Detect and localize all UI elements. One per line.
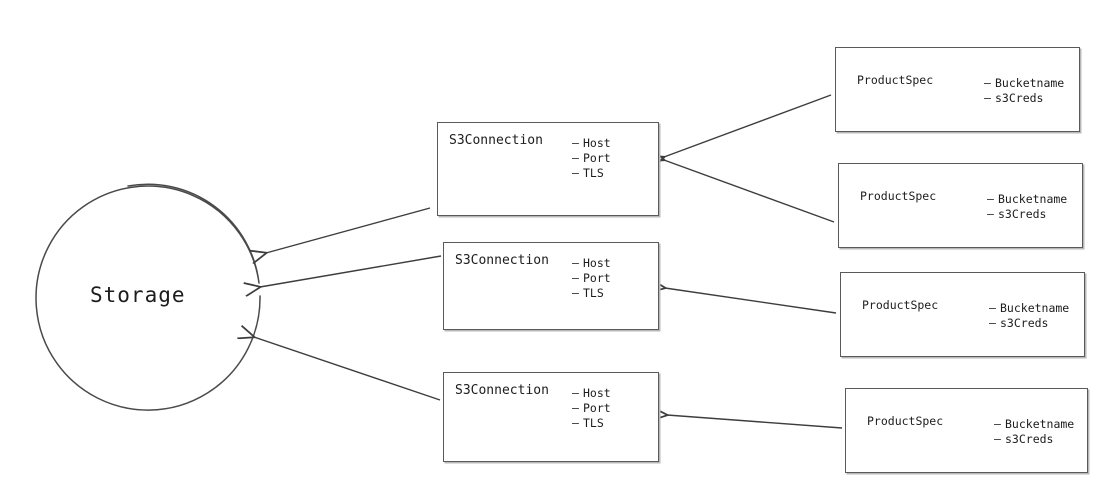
s3connection-box-1[interactable]: S3Connection –Host –Port –TLS bbox=[437, 122, 659, 216]
s3connection-box-2[interactable]: S3Connection –Host –Port –TLS bbox=[443, 242, 659, 330]
dash-bullet-icon: – bbox=[987, 207, 994, 221]
dash-bullet-icon: – bbox=[572, 416, 579, 430]
s3connection-attribute-list: –Host –Port –TLS bbox=[572, 386, 611, 431]
arrow-conn2-to-storage bbox=[260, 255, 442, 287]
dash-bullet-icon: – bbox=[572, 386, 579, 400]
attribute-host: –Host bbox=[572, 256, 611, 270]
arrow-spec3-to-conn2 bbox=[665, 288, 837, 314]
arrow-spec2-to-conn1 bbox=[664, 160, 835, 223]
productspec-title: ProductSpec bbox=[867, 414, 944, 428]
s3connection-title: S3Connection bbox=[449, 133, 543, 148]
storage-label: Storage bbox=[90, 283, 186, 307]
productspec-box-4[interactable]: ProductSpec –Bucketname –s3Creds bbox=[845, 388, 1088, 473]
s3connection-box-3[interactable]: S3Connection –Host –Port –TLS bbox=[443, 372, 659, 462]
productspec-title: ProductSpec bbox=[860, 189, 937, 203]
arrow-spec4-to-conn3 bbox=[667, 415, 843, 429]
productspec-box-1[interactable]: ProductSpec –Bucketname –s3Creds bbox=[835, 47, 1080, 132]
productspec-box-3[interactable]: ProductSpec –Bucketname –s3Creds bbox=[840, 272, 1085, 357]
attribute-port: –Port bbox=[572, 401, 611, 415]
attribute-port: –Port bbox=[572, 151, 611, 165]
attribute-port: –Port bbox=[572, 271, 611, 285]
attribute-bucketname: –Bucketname bbox=[994, 417, 1075, 431]
attribute-s3creds: –s3Creds bbox=[987, 207, 1047, 221]
dash-bullet-icon: – bbox=[572, 151, 579, 165]
arrow-spec1-to-conn1 bbox=[664, 94, 832, 157]
attribute-tls: –TLS bbox=[572, 166, 604, 180]
s3connection-title: S3Connection bbox=[455, 383, 549, 398]
attribute-tls: –TLS bbox=[572, 416, 604, 430]
productspec-attribute-list: –Bucketname –s3Creds bbox=[989, 301, 1069, 331]
productspec-attribute-list: –Bucketname –s3Creds bbox=[984, 76, 1064, 106]
dash-bullet-icon: – bbox=[572, 271, 579, 285]
dash-bullet-icon: – bbox=[987, 192, 994, 206]
attribute-bucketname: –Bucketname bbox=[987, 192, 1068, 206]
attribute-bucketname: –Bucketname bbox=[989, 301, 1070, 315]
dash-bullet-icon: – bbox=[572, 286, 579, 300]
productspec-attribute-list: –Bucketname –s3Creds bbox=[987, 192, 1067, 222]
s3connection-title: S3Connection bbox=[455, 253, 549, 268]
dash-bullet-icon: – bbox=[984, 91, 991, 105]
attribute-s3creds: –s3Creds bbox=[984, 91, 1044, 105]
productspec-box-2[interactable]: ProductSpec –Bucketname –s3Creds bbox=[838, 163, 1083, 248]
attribute-bucketname: –Bucketname bbox=[984, 76, 1065, 90]
attribute-host: –Host bbox=[572, 386, 611, 400]
attribute-tls: –TLS bbox=[572, 286, 604, 300]
dash-bullet-icon: – bbox=[989, 301, 996, 315]
dash-bullet-icon: – bbox=[572, 166, 579, 180]
dash-bullet-icon: – bbox=[994, 417, 1001, 431]
dash-bullet-icon: – bbox=[572, 401, 579, 415]
dash-bullet-icon: – bbox=[572, 136, 579, 150]
attribute-host: –Host bbox=[572, 136, 611, 150]
productspec-title: ProductSpec bbox=[857, 73, 934, 87]
dash-bullet-icon: – bbox=[572, 256, 579, 270]
dash-bullet-icon: – bbox=[994, 432, 1001, 446]
arrow-conn1-to-storage bbox=[266, 207, 431, 253]
dash-bullet-icon: – bbox=[989, 316, 996, 330]
arrow-conn3-to-storage bbox=[254, 337, 441, 401]
attribute-s3creds: –s3Creds bbox=[989, 316, 1049, 330]
dash-bullet-icon: – bbox=[984, 76, 991, 90]
productspec-attribute-list: –Bucketname –s3Creds bbox=[994, 417, 1074, 447]
attribute-s3creds: –s3Creds bbox=[994, 432, 1054, 446]
s3connection-attribute-list: –Host –Port –TLS bbox=[572, 256, 611, 301]
s3connection-attribute-list: –Host –Port –TLS bbox=[572, 136, 611, 181]
productspec-title: ProductSpec bbox=[862, 298, 939, 312]
